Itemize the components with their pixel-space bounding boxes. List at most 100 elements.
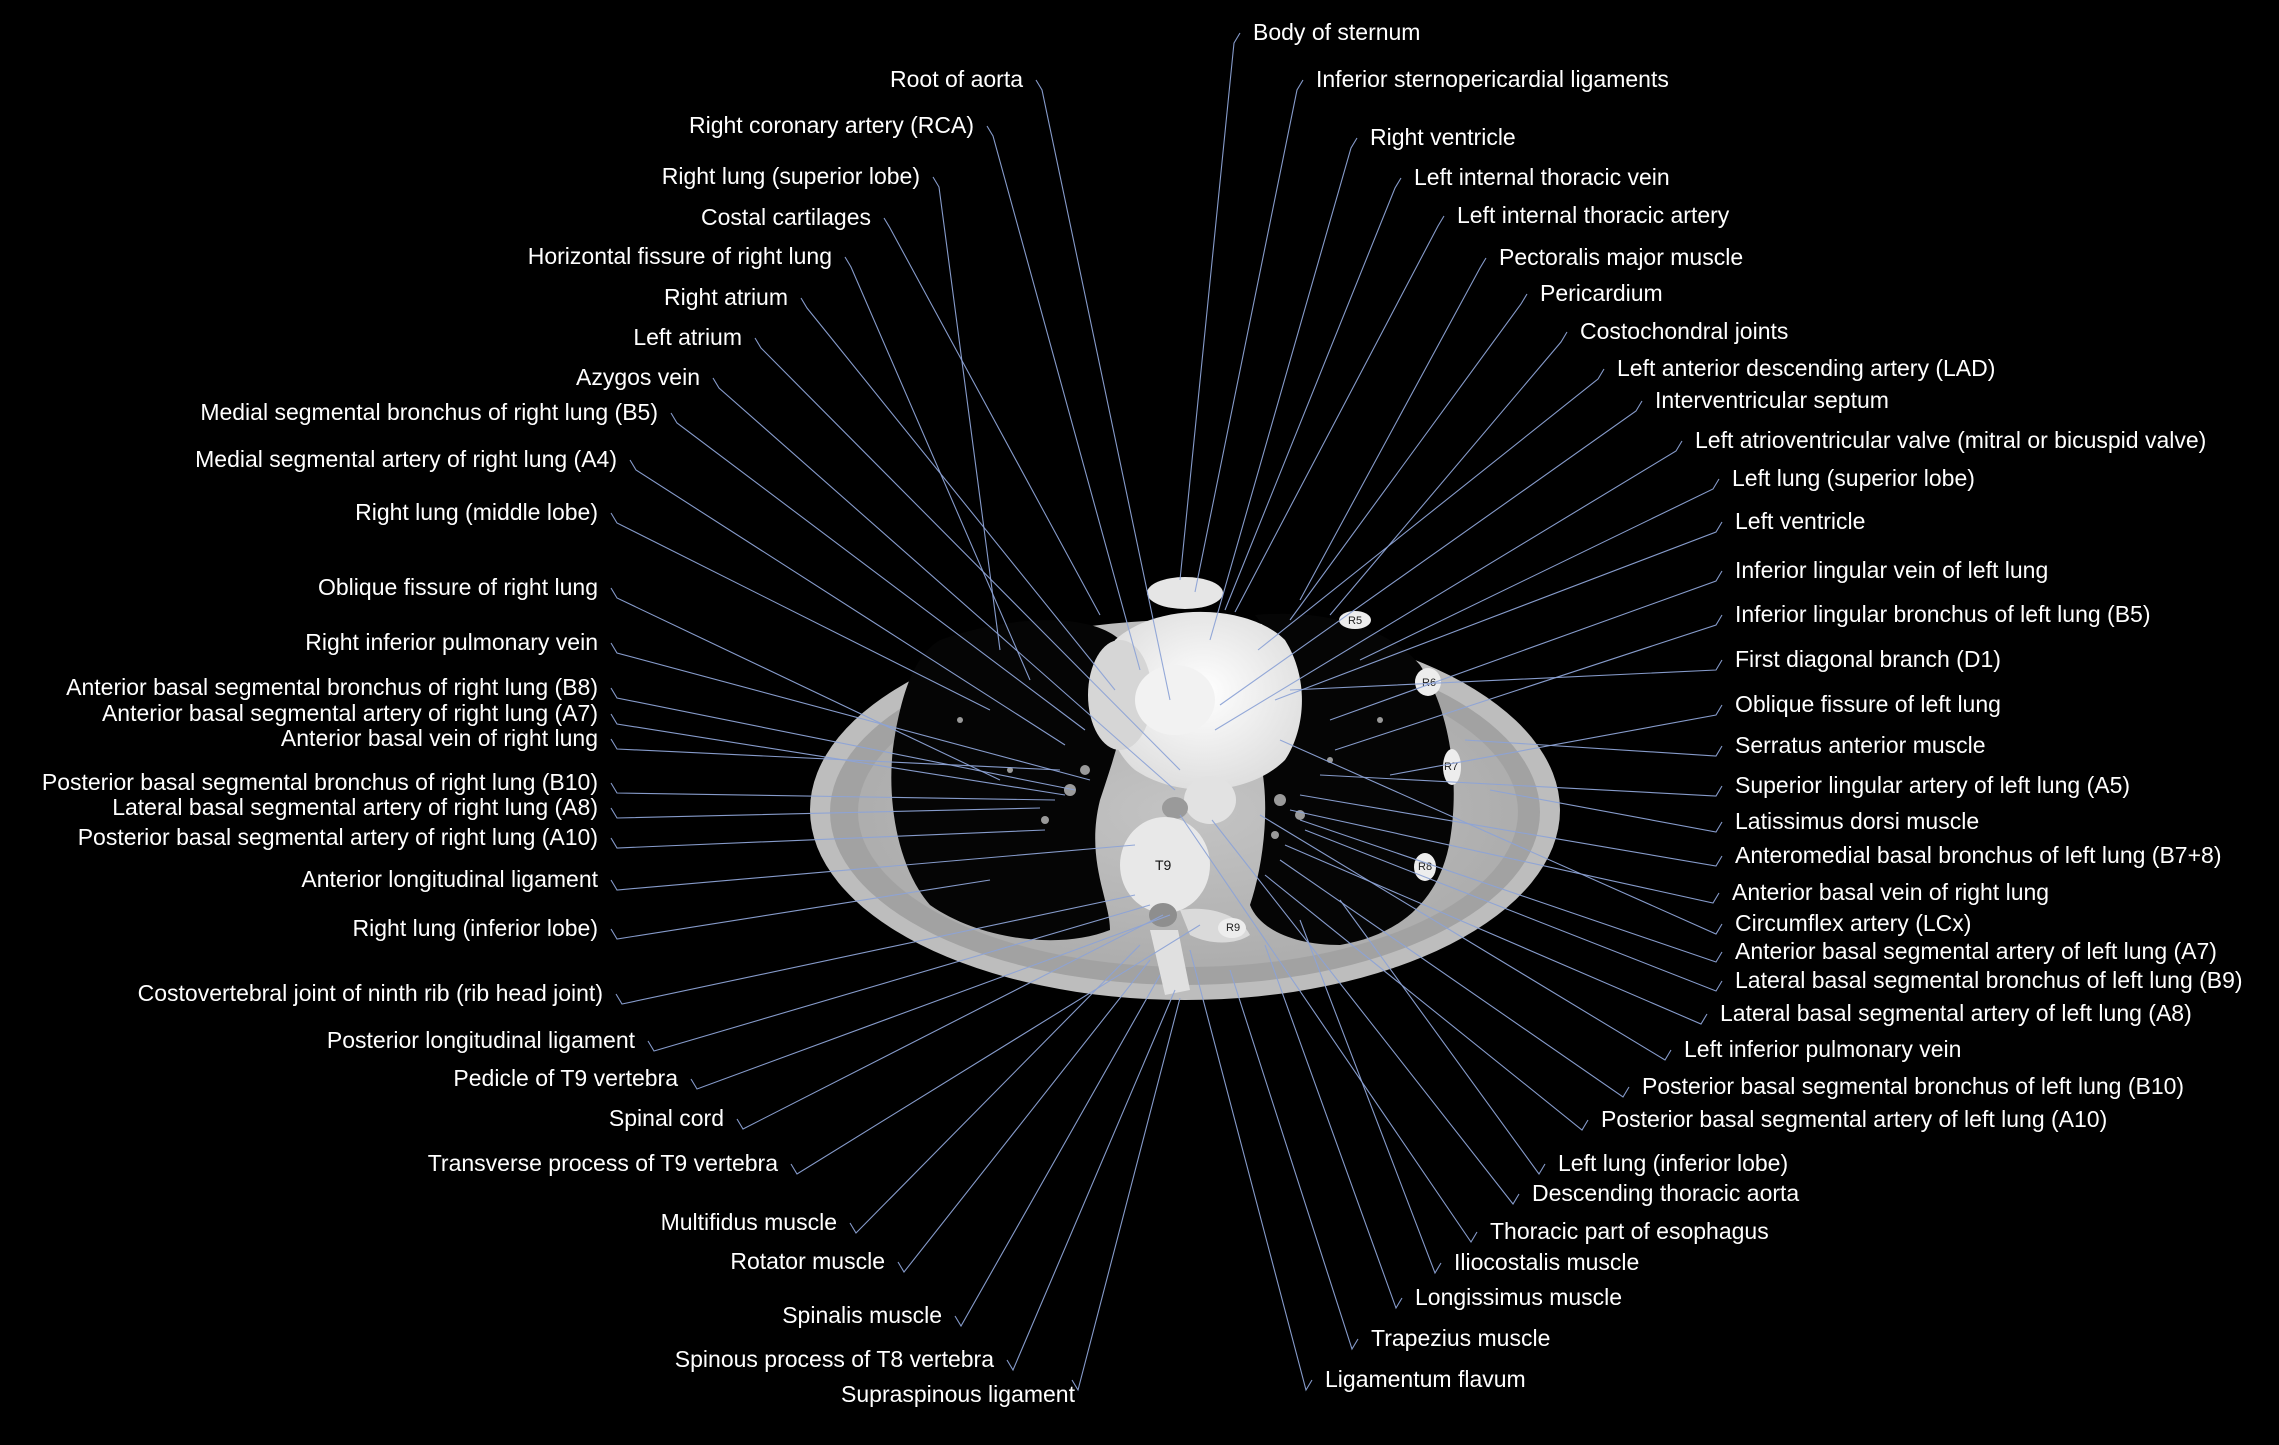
label-spinalis-muscle: Spinalis muscle — [782, 1302, 942, 1328]
label-left-internal-thoracic-artery: Left internal thoracic artery — [1457, 202, 1730, 228]
rib-r8 — [1414, 853, 1436, 881]
ct-axial-slice: T9 R5 R6 R7 R8 R9 — [810, 577, 1560, 1000]
label-costovertebral-joint-of-ninth-rib: Costovertebral joint of ninth rib (rib h… — [138, 980, 603, 1006]
leader-line-left-internal-thoracic-artery — [1234, 215, 1445, 613]
label-right-ventricle: Right ventricle — [1370, 124, 1516, 150]
label-first-diagonal-branch: First diagonal branch (D1) — [1735, 646, 2001, 672]
leader-line-right-ventricle — [1209, 137, 1358, 641]
leader-line-left-lung — [1359, 478, 1720, 661]
leader-line-descending-thoracic-aorta — [1211, 819, 1520, 1205]
vertebra-label: T9 — [1155, 857, 1172, 873]
label-serratus-anterior-muscle: Serratus anterior muscle — [1735, 732, 1986, 758]
label-rotator-muscle: Rotator muscle — [730, 1248, 885, 1274]
label-spinous-process-of-t8-vertebra: Spinous process of T8 vertebra — [675, 1346, 994, 1372]
leader-line-inferior-sternopericardial-ligaments — [1194, 79, 1304, 593]
label-left-lung: Left lung (inferior lobe) — [1558, 1150, 1788, 1176]
label-latissimus-dorsi-muscle: Latissimus dorsi muscle — [1735, 808, 1979, 834]
label-transverse-process-of-t9-vertebra: Transverse process of T9 vertebra — [428, 1150, 778, 1176]
leader-line-anterior-basal-vein-of-right-lung — [610, 738, 1061, 771]
leader-line-anterior-longitudinal-ligament — [610, 844, 1136, 891]
leader-line-posterior-basal-segmental-bronchus-of-right-lung — [610, 782, 1056, 801]
leader-line-anterior-basal-segmental-artery-of-left-lung — [1299, 819, 1723, 963]
leader-line-body-of-sternum — [1179, 32, 1241, 581]
leader-line-lateral-basal-segmental-artery-of-left-lung — [1284, 844, 1708, 1025]
leader-line-thoracic-part-of-esophagus — [1179, 814, 1478, 1244]
leader-line-ligamentum-flavum — [1189, 949, 1313, 1392]
leader-line-right-coronary-artery — [986, 125, 1141, 671]
descending-aorta-shape — [1184, 776, 1236, 824]
label-anterior-longitudinal-ligament: Anterior longitudinal ligament — [301, 866, 598, 892]
label-ligamentum-flavum: Ligamentum flavum — [1325, 1366, 1526, 1392]
label-posterior-basal-segmental-bronchus-of-right-lung: Posterior basal segmental bronchus of ri… — [42, 769, 598, 795]
label-oblique-fissure-of-left-lung: Oblique fissure of left lung — [1735, 691, 2001, 717]
label-multifidus-muscle: Multifidus muscle — [661, 1209, 837, 1235]
leader-line-horizontal-fissure-of-right-lung — [844, 256, 1031, 681]
label-anterior-basal-segmental-artery-of-right-lung: Anterior basal segmental artery of right… — [102, 700, 598, 726]
right-lung — [891, 620, 1129, 941]
leader-line-iliocostalis-muscle — [1299, 919, 1442, 1275]
label-body-of-sternum: Body of sternum — [1253, 19, 1420, 45]
leader-line-right-inferior-pulmonary-vein — [610, 642, 1091, 781]
leader-line-left-inferior-pulmonary-vein — [1259, 814, 1672, 1061]
rib-label-r9: R9 — [1226, 922, 1240, 934]
leader-line-longissimus-muscle — [1264, 944, 1403, 1310]
label-left-ventricle: Left ventricle — [1735, 508, 1865, 534]
leader-line-costal-cartilages — [883, 217, 1101, 616]
leader-line-costochondral-joints — [1329, 331, 1568, 616]
label-lateral-basal-segmental-bronchus-of-left-lung: Lateral basal segmental bronchus of left… — [1735, 967, 2243, 993]
label-left-inferior-pulmonary-vein: Left inferior pulmonary vein — [1684, 1036, 1961, 1062]
label-lateral-basal-segmental-artery-of-right-lung: Lateral basal segmental artery of right … — [112, 794, 598, 820]
leader-line-left-atrioventricular-valve — [1214, 440, 1683, 731]
label-left-atrium: Left atrium — [633, 324, 742, 350]
label-costal-cartilages: Costal cartilages — [701, 204, 871, 230]
leader-line-transverse-process-of-t9-vertebra — [790, 924, 1201, 1175]
leader-line-right-lung — [932, 176, 1001, 651]
leader-line-left-atrium — [754, 337, 1181, 771]
label-left-internal-thoracic-vein: Left internal thoracic vein — [1414, 164, 1670, 190]
label-right-coronary-artery: Right coronary artery (RCA) — [689, 112, 974, 138]
label-inferior-lingular-bronchus-of-left-lung: Inferior lingular bronchus of left lung … — [1735, 601, 2151, 627]
label-trapezius-muscle: Trapezius muscle — [1371, 1325, 1550, 1351]
leader-line-right-lung — [610, 512, 991, 711]
leader-line-posterior-basal-segmental-artery-of-right-lung — [610, 829, 1046, 849]
label-right-lung: Right lung (inferior lobe) — [353, 915, 598, 941]
label-circumflex-artery: Circumflex artery (LCx) — [1735, 910, 1971, 936]
leader-line-root-of-aorta — [1035, 79, 1171, 701]
leader-line-anteromedial-basal-bronchus-of-left-lung — [1299, 794, 1723, 867]
leader-line-superior-lingular-artery-of-left-lung — [1319, 774, 1723, 797]
leader-line-posterior-longitudinal-ligament — [647, 904, 1151, 1052]
leader-line-oblique-fissure-of-left-lung — [1389, 704, 1723, 776]
rib-r6 — [1415, 668, 1441, 696]
leader-line-azygos-vein — [712, 377, 1176, 791]
label-anterior-basal-segmental-bronchus-of-right-lung: Anterior basal segmental bronchus of rig… — [66, 674, 598, 700]
leader-line-circumflex-artery — [1279, 739, 1723, 935]
label-anteromedial-basal-bronchus-of-left-lung: Anteromedial basal bronchus of left lung… — [1735, 842, 2221, 868]
leader-line-spinal-cord — [736, 914, 1164, 1130]
label-pedicle-of-t9-vertebra: Pedicle of T9 vertebra — [453, 1065, 678, 1091]
leader-line-lateral-basal-segmental-artery-of-right-lung — [610, 807, 1041, 819]
leader-line-left-internal-thoracic-vein — [1224, 177, 1402, 611]
label-right-lung: Right lung (middle lobe) — [355, 499, 598, 525]
leader-line-lateral-basal-segmental-bronchus-of-left-lung — [1304, 829, 1723, 992]
label-left-anterior-descending-artery: Left anterior descending artery (LAD) — [1617, 355, 1995, 381]
label-thoracic-part-of-esophagus: Thoracic part of esophagus — [1490, 1218, 1769, 1244]
leader-line-interventricular-septum — [1219, 400, 1643, 706]
leader-line-left-lung — [1339, 899, 1546, 1175]
label-inferior-lingular-vein-of-left-lung: Inferior lingular vein of left lung — [1735, 557, 2048, 583]
leader-line-oblique-fissure-of-right-lung — [610, 587, 1001, 781]
leader-line-serratus-anterior-muscle — [1464, 739, 1723, 757]
leader-line-latissimus-dorsi-muscle — [1489, 789, 1723, 833]
right-atrium-shape — [1088, 640, 1152, 750]
leader-line-left-anterior-descending-artery — [1257, 368, 1605, 651]
rib-label-r5: R5 — [1348, 615, 1362, 627]
label-right-atrium: Right atrium — [664, 284, 788, 310]
label-right-lung: Right lung (superior lobe) — [662, 163, 920, 189]
leader-line-posterior-basal-segmental-bronchus-of-left-lung — [1279, 859, 1630, 1098]
leader-line-spinous-process-of-t8-vertebra — [1006, 989, 1176, 1372]
leader-line-medial-segmental-artery-of-right-lung — [629, 459, 1066, 746]
leader-line-pedicle-of-t9-vertebra — [690, 914, 1171, 1090]
label-left-atrioventricular-valve: Left atrioventricular valve (mitral or b… — [1695, 427, 2206, 453]
label-anterior-basal-segmental-artery-of-left-lung: Anterior basal segmental artery of left … — [1735, 938, 2217, 964]
leader-line-right-atrium — [800, 297, 1116, 691]
